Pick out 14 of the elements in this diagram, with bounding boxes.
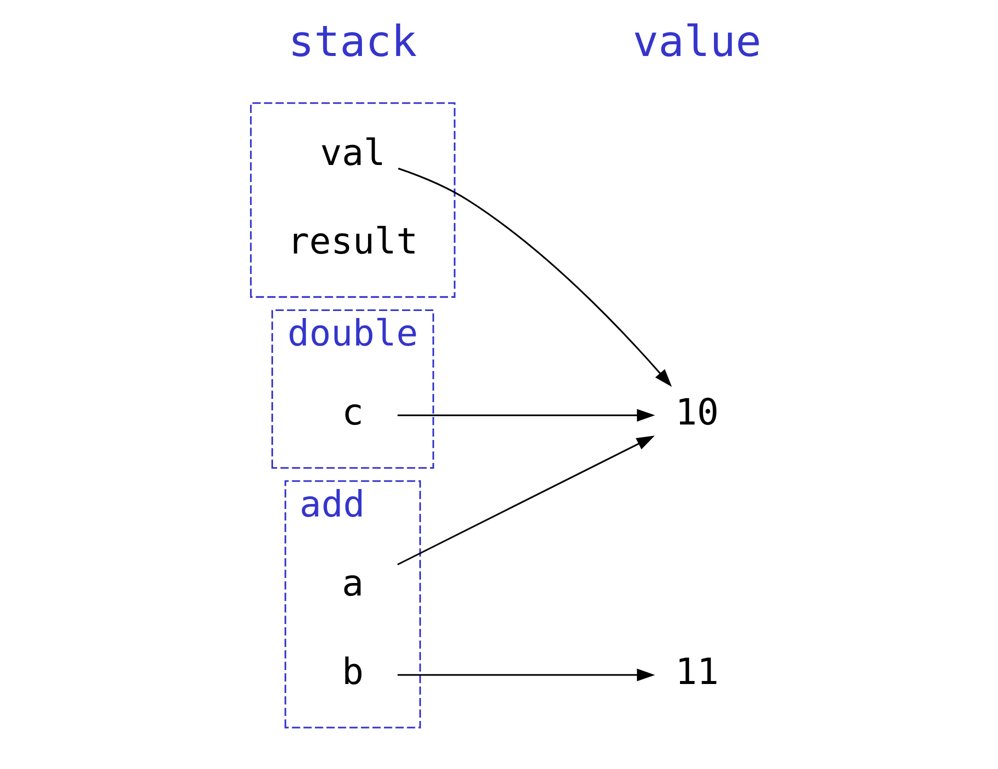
cluster <box>250 102 456 298</box>
label: stack <box>288 16 418 67</box>
label: value <box>632 16 762 67</box>
node-text: c <box>342 390 364 434</box>
arrow <box>398 408 656 422</box>
node-text: val <box>320 130 386 174</box>
node-text: result <box>287 220 418 263</box>
node-text: 11 <box>675 650 719 694</box>
node-text: a <box>342 561 364 604</box>
arrow <box>398 668 656 682</box>
node-text: b <box>342 650 364 694</box>
arrow <box>397 436 655 566</box>
node-text: 10 <box>675 390 719 434</box>
arrow <box>398 168 672 387</box>
